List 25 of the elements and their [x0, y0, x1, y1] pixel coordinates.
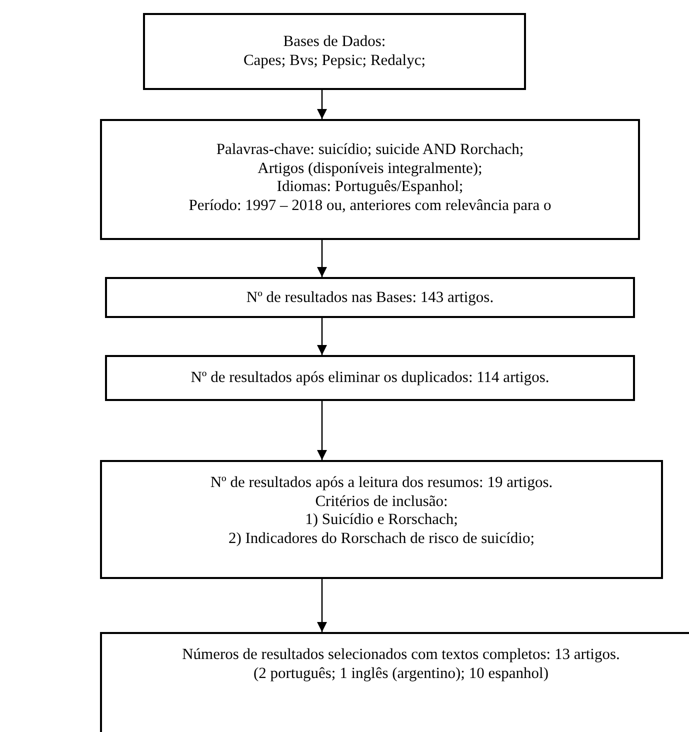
process-box: [100, 119, 640, 240]
double-arrow: [317, 240, 327, 277]
double-arrow: [317, 579, 327, 632]
box-text: Critérios de inclusão:: [315, 492, 448, 511]
box-text: Nº de resultados após eliminar os duplicados: 114 artigos.: [190, 369, 550, 388]
box-text: Palavras-chave: suicídio; suicide AND Rorchach;: [216, 141, 524, 160]
box-text: Números de resultados selecionados com textos completos: 13 artigos.: [182, 646, 620, 664]
box-text: Nº de resultados nas Bases: 143 artigos.: [246, 289, 494, 308]
double-arrow: [317, 318, 327, 355]
box-text: Idiomas: Português/Espanhol;: [276, 178, 464, 196]
open-process-box: [100, 632, 689, 732]
box-text: 1) Suicídio e Rorschach;: [305, 511, 458, 530]
box-text: Artigos (disponíveis integralmente);: [258, 160, 482, 178]
box-text: Bases de Dados:: [283, 33, 386, 52]
double-arrow: [317, 90, 327, 119]
process-box: [105, 277, 635, 318]
box-text: 2) Indicadores do Rorschach de risco de suicídio;: [228, 530, 535, 548]
process-box: [100, 460, 663, 579]
box-text: Capes; Bvs; Pepsic; Redalyc;: [243, 52, 426, 70]
box-text: Nº de resultados após a leitura dos resumos: 19 artigos.: [210, 474, 553, 492]
box-text: Período: 1997 – 2018 ou, anteriores com relevância para o: [188, 196, 552, 215]
process-box: [105, 355, 635, 401]
process-box: [143, 13, 526, 90]
double-arrow: [317, 401, 327, 460]
box-text: (2 português; 1 inglês (argentino); 10 espanhol): [253, 664, 548, 683]
